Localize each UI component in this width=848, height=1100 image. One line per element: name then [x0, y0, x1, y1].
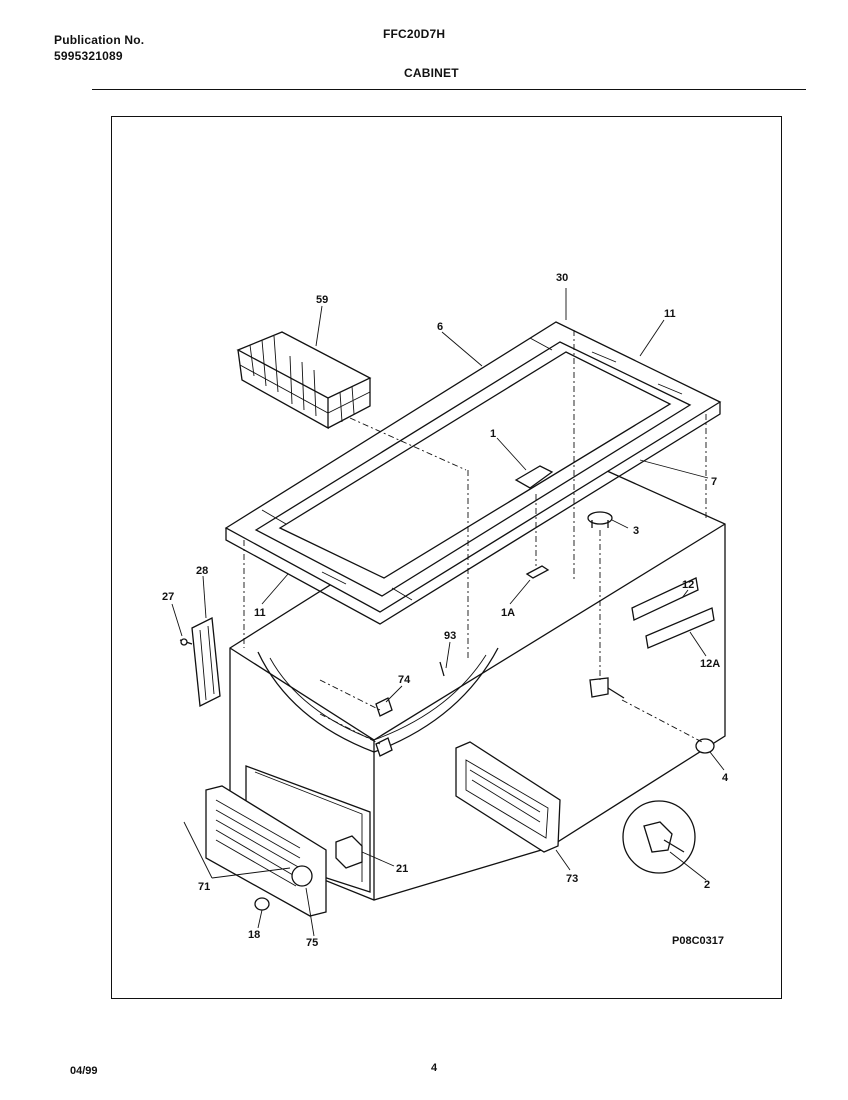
diagram-frame [111, 116, 782, 999]
center-lines [243, 330, 707, 745]
callout-30: 30 [556, 272, 568, 284]
callout-12: 12 [682, 579, 694, 591]
leader-lines [171, 288, 725, 937]
callout-labels: 59 6 30 11 1 7 3 28 27 11 1A 12 93 74 12… [162, 272, 729, 949]
model-number: FFC20D7H [383, 27, 446, 41]
header-rule [92, 89, 806, 90]
drain-inset [622, 800, 696, 874]
nameplate [455, 741, 561, 853]
publication-label: Publication No. [54, 33, 145, 47]
front-grille [205, 785, 327, 917]
publication-number: 5995321089 [54, 49, 123, 63]
lid-frame [224, 321, 722, 625]
footer-date: 04/99 [70, 1065, 98, 1077]
callout-75: 75 [306, 937, 318, 949]
wire-basket [236, 331, 372, 430]
callout-11-left: 11 [254, 607, 266, 619]
callout-93: 93 [444, 630, 456, 642]
callout-1A: 1A [501, 607, 515, 619]
callout-21: 21 [396, 863, 408, 875]
callout-74: 74 [398, 674, 411, 686]
callout-1: 1 [490, 428, 496, 440]
callout-6: 6 [437, 321, 443, 333]
callout-18: 18 [248, 929, 260, 941]
small-parts [254, 511, 715, 911]
callout-59: 59 [316, 294, 328, 306]
callout-4: 4 [722, 772, 729, 784]
callout-3: 3 [633, 525, 639, 537]
callout-11-top: 11 [664, 308, 676, 320]
callout-73: 73 [566, 873, 578, 885]
page-number: 4 [431, 1062, 438, 1074]
callout-28: 28 [196, 565, 208, 577]
callout-12A: 12A [700, 658, 720, 670]
relay-unit [335, 835, 363, 869]
figure-code: P08C0317 [672, 935, 724, 947]
callout-71: 71 [198, 881, 210, 893]
callout-27: 27 [162, 591, 174, 603]
hinge-assembly [179, 616, 221, 708]
callout-2: 2 [704, 879, 710, 891]
section-title: CABINET [404, 66, 459, 80]
callout-7: 7 [711, 476, 717, 488]
